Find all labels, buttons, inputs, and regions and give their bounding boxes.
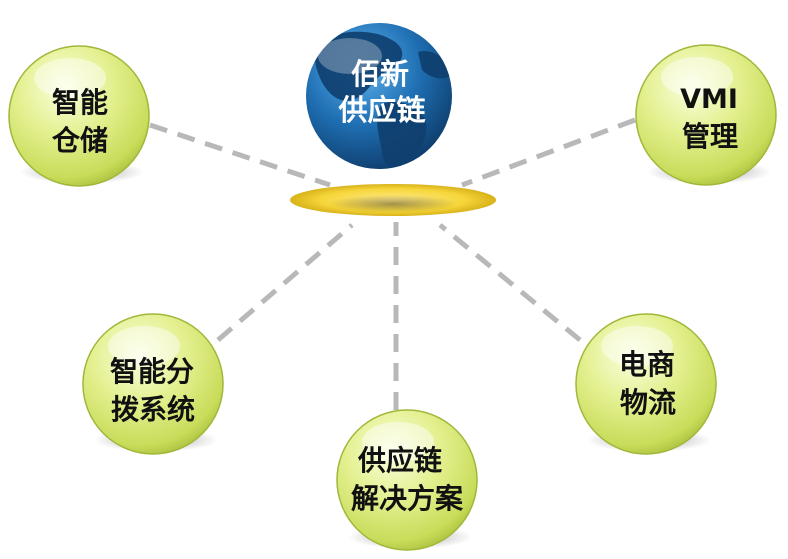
connector-smart-sorting <box>216 223 354 342</box>
connector-smart-warehouse <box>149 122 331 188</box>
hub-platform <box>290 184 496 216</box>
node-smart-sorting: 智能分 拨系统 <box>82 313 224 455</box>
hub-title-line1: 佰新 <box>351 57 409 91</box>
connector-ecommerce-logistics <box>438 223 582 342</box>
globe-icon <box>306 23 452 169</box>
node-smart-warehouse-line1: 智能 <box>52 86 108 119</box>
node-vmi-management-line1: VMI <box>680 84 738 115</box>
node-smart-sorting-line1: 智能分 <box>110 355 194 388</box>
node-supply-chain-solution: 供应链 解决方案 <box>336 409 478 551</box>
node-smart-warehouse-line2: 仓储 <box>52 124 108 157</box>
node-ecommerce-logistics-line1: 电商 <box>619 348 675 381</box>
node-ecommerce-logistics-line2: 物流 <box>620 386 676 419</box>
node-vmi-management: VMI 管理 <box>635 44 777 186</box>
node-supply-chain-solution-line2: 解决方案 <box>351 482 464 515</box>
connector-lines <box>149 117 636 410</box>
node-smart-warehouse: 智能 仓储 <box>8 45 150 187</box>
connector-vmi-management <box>461 117 636 188</box>
node-ecommerce-logistics: 电商 物流 <box>575 313 717 455</box>
node-smart-sorting-line2: 拨系统 <box>111 393 195 426</box>
node-supply-chain-solution-line1: 供应链 <box>357 444 442 477</box>
node-vmi-management-line2: 管理 <box>682 120 738 153</box>
hub-title-line2: 供应链 <box>337 93 425 127</box>
